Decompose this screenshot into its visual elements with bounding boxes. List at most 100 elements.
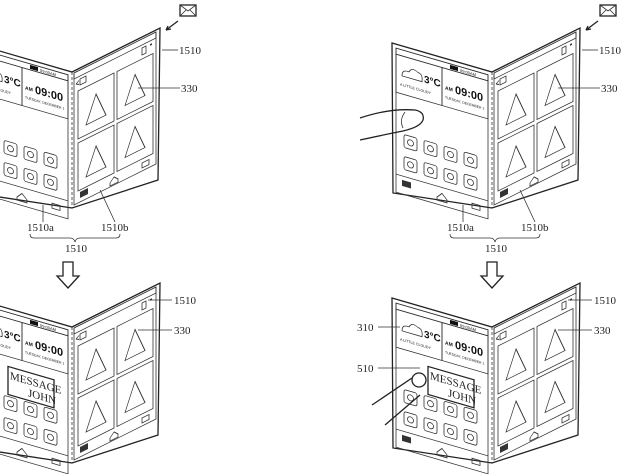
- back-icon: [471, 202, 481, 212]
- store-icon: [43, 428, 58, 446]
- message-icon-glyph: [27, 405, 34, 414]
- dog-image-drawing: [544, 73, 566, 107]
- clock-widget: [21, 321, 69, 375]
- mic-icon-glyph: [467, 156, 474, 164]
- pizza-image: [497, 327, 535, 395]
- shoes-image-drawing: [85, 144, 107, 178]
- back-icon: [51, 457, 61, 467]
- dog-image: [116, 52, 154, 121]
- home-icon: [436, 447, 448, 459]
- back-arrow-icon: [495, 335, 500, 340]
- status-time: 09:00AM: [40, 68, 57, 78]
- shoes-image: [497, 124, 535, 192]
- message-icon-glyph: [447, 405, 454, 414]
- gallery-icon: [423, 140, 438, 157]
- trash-icon: [561, 300, 567, 311]
- clock-widget: [21, 66, 69, 120]
- status-bar: [73, 31, 157, 80]
- shoes-image: [497, 379, 535, 447]
- ref-330-top-left: 330: [181, 83, 198, 95]
- home-icon: [109, 431, 119, 442]
- menu-icon: [500, 188, 508, 198]
- mic-icon: [43, 406, 58, 424]
- pizza-image: [77, 327, 115, 395]
- touch-point: [411, 372, 427, 388]
- store-icon-glyph: [467, 178, 474, 186]
- mic-icon-glyph: [47, 411, 54, 419]
- arrow-icon: [165, 20, 179, 31]
- stylus-icon: [371, 377, 421, 426]
- display-1510b: [73, 31, 157, 206]
- ref-1510-bottom-right: 1510: [594, 295, 617, 307]
- battery-icon: [450, 319, 458, 327]
- shoes-image: [77, 124, 115, 192]
- cake-image-drawing: [124, 380, 146, 414]
- trash-icon: [141, 300, 147, 311]
- menu-icon: [402, 434, 411, 444]
- settings-icon: [443, 423, 458, 440]
- display-1510b: [73, 286, 157, 461]
- globe-icon: [403, 411, 418, 429]
- envelope-body: [179, 4, 197, 17]
- cloud-icon: [401, 69, 423, 83]
- pizza-image-drawing: [85, 92, 107, 126]
- camera-icon: [403, 389, 418, 407]
- menu-icon: [402, 179, 411, 189]
- down-arrow-icon: [55, 261, 81, 289]
- ref-1510-bottom-left: 1510: [174, 295, 197, 307]
- contacts-icon: [423, 417, 438, 434]
- ref-310: 310: [357, 322, 374, 334]
- store-icon-glyph: [47, 433, 54, 441]
- home-icon: [436, 192, 448, 204]
- ref-330-bottom-left: 330: [174, 325, 191, 337]
- nav-divider: [0, 428, 68, 457]
- am-pm: AM: [445, 340, 453, 348]
- gallery-icon: [423, 395, 438, 412]
- home-icon: [529, 431, 539, 442]
- trash-icon: [141, 45, 147, 56]
- more-icon: [150, 43, 152, 46]
- dog-image-drawing: [124, 73, 146, 107]
- back-icon: [561, 413, 570, 424]
- back-arrow-icon: [495, 80, 500, 85]
- ref-1510a-top-right: 1510a: [447, 222, 474, 234]
- store-icon: [43, 173, 58, 191]
- cloud-icon: [401, 324, 423, 338]
- ref-1510-top-left: 1510: [179, 45, 202, 57]
- cake-image: [536, 359, 574, 428]
- ref-1510b-top-left: 1510b: [101, 222, 129, 234]
- nav-divider: [0, 173, 68, 202]
- status-bar: [73, 286, 157, 335]
- brace-top-right: [449, 233, 541, 243]
- arrow-icon: [585, 20, 599, 31]
- dog-image: [116, 307, 154, 376]
- leader-line: [519, 189, 536, 223]
- menu-icon: [500, 443, 508, 453]
- message-icon-glyph: [27, 150, 34, 159]
- battery-icon: [450, 64, 458, 72]
- mic-icon: [463, 406, 478, 424]
- back-icon: [51, 202, 61, 212]
- fingernail: [401, 111, 406, 129]
- cake-image-drawing: [544, 125, 566, 159]
- envelope-icon: [165, 4, 197, 31]
- dog-image: [536, 52, 574, 121]
- contacts-icon: [423, 162, 438, 179]
- globe-icon-glyph: [407, 416, 414, 424]
- ref-1510-top-right: 1510: [599, 45, 622, 57]
- clock-widget: [441, 66, 489, 120]
- camera-icon: [499, 330, 507, 341]
- store-icon: [463, 428, 478, 446]
- back-icon: [141, 413, 150, 424]
- status-bar: [493, 31, 577, 80]
- message-icon: [23, 146, 38, 163]
- globe-icon-glyph: [407, 161, 414, 169]
- settings-icon: [23, 168, 38, 185]
- am-pm: AM: [25, 340, 33, 348]
- temperature: 3°C: [424, 329, 441, 345]
- message-icon: [23, 401, 38, 418]
